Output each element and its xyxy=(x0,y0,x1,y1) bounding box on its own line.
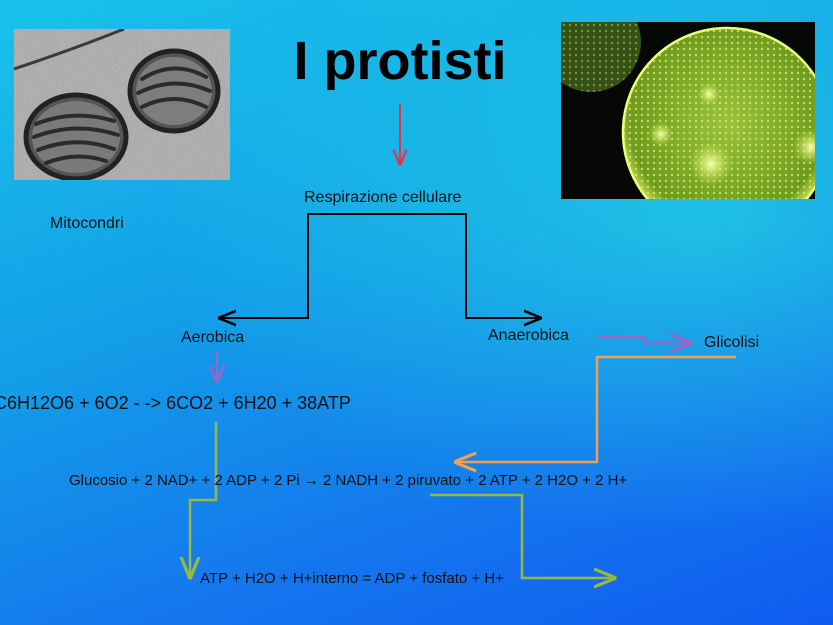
aerobic-to-atp-line xyxy=(190,422,218,577)
glicolisi-to-glucosio-line xyxy=(456,355,736,462)
glycolysis-to-atp-line xyxy=(430,493,614,578)
slide-title: I protisti xyxy=(293,31,507,91)
split-to-aerobica-line xyxy=(220,213,380,318)
label-anaerobica: Anaerobica xyxy=(488,327,569,344)
mitochondria-photo xyxy=(14,29,230,180)
equation-glycolysis: Glucosio + 2 NAD+ + 2 ADP + 2 Pi → 2 NAD… xyxy=(69,472,628,489)
label-respirazione: Respirazione cellulare xyxy=(304,189,462,206)
label-mitocondri: Mitocondri xyxy=(50,215,124,232)
anaerobica-to-glicolisi-arrow xyxy=(598,337,690,343)
volvox-photo xyxy=(561,22,815,199)
equation-atp: ATP + H2O + H+interno = ADP + fosfato + … xyxy=(200,570,504,587)
label-aerobica: Aerobica xyxy=(181,329,245,346)
equation-aerobic: C6H12O6 + 6O2 - -> 6CO2 + 6H20 + 38ATP xyxy=(0,393,351,413)
label-glicolisi: Glicolisi xyxy=(704,334,760,351)
split-to-anaerobica-line xyxy=(380,213,540,318)
